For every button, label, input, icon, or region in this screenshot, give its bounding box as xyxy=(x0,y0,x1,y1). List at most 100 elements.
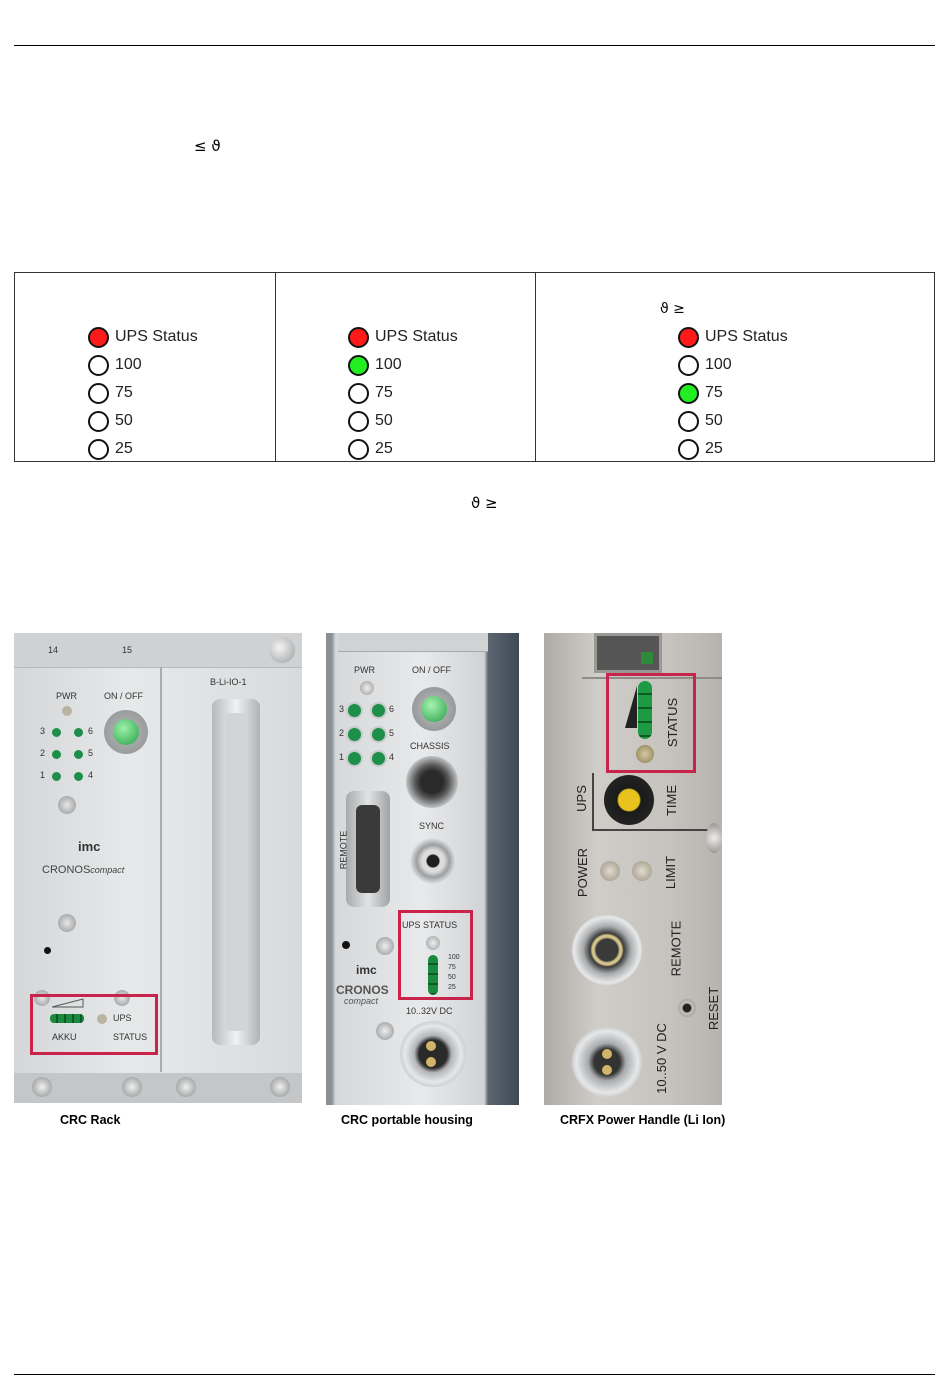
screw-icon xyxy=(376,937,394,955)
led-row: 25 xyxy=(348,435,458,463)
on-off-label: ON / OFF xyxy=(412,665,451,675)
ups-level-ramp-icon xyxy=(625,686,637,728)
led-indicator-ups-status xyxy=(348,326,369,348)
channel-led-icon xyxy=(348,704,361,717)
screw-icon xyxy=(32,1077,52,1097)
on-off-button[interactable] xyxy=(412,687,456,731)
photo-crc-rack: 14 15 B-Li-IO-1 PWR ON / OFF 3 6 2 5 1 4… xyxy=(14,633,302,1103)
panel-divider xyxy=(160,667,162,1072)
led-label: 25 xyxy=(705,440,723,457)
channel-led-icon xyxy=(52,750,61,759)
led-row: UPS Status xyxy=(678,323,788,351)
time-label: TIME xyxy=(664,784,680,817)
channel-led-icon xyxy=(74,750,83,759)
led-number: 2 xyxy=(339,728,345,738)
ups-bracket-line xyxy=(592,829,720,831)
channel-led-icon xyxy=(348,728,361,741)
ups-bracket-line xyxy=(592,773,594,829)
pwr-label: PWR xyxy=(354,665,375,675)
screw-icon xyxy=(269,637,295,663)
led-row: UPS Status xyxy=(348,323,458,351)
pwr-label: PWR xyxy=(56,691,77,701)
led-row: 100 xyxy=(678,351,788,379)
dc-input-connector-icon xyxy=(400,1021,466,1087)
caption-crc-portable: CRC portable housing xyxy=(341,1113,473,1127)
led-label: 50 xyxy=(115,412,133,429)
led-number: 3 xyxy=(40,726,46,736)
channel-led-icon xyxy=(372,704,385,717)
led-number: 1 xyxy=(339,752,345,762)
time-rotary-switch-icon[interactable] xyxy=(604,775,654,825)
ups-status-led-icon xyxy=(426,936,440,950)
reset-label: RESET xyxy=(706,986,722,1031)
led-row: 75 xyxy=(88,379,198,407)
led-indicator-100 xyxy=(88,354,109,376)
remote-label: REMOTE xyxy=(668,920,684,977)
channel-led-icon xyxy=(74,772,83,781)
led-list: UPS Status 100 75 50 25 xyxy=(348,323,458,463)
led-row: 50 xyxy=(678,407,788,435)
led-row: 25 xyxy=(88,435,198,463)
limit-label: LIMIT xyxy=(663,855,679,890)
ups-status-label: UPS STATUS xyxy=(402,920,458,930)
dc-label: 10..32V DC xyxy=(406,1006,453,1016)
status-label: STATUS xyxy=(113,1032,148,1042)
remote-connector-icon xyxy=(572,915,642,985)
screw-icon xyxy=(122,1077,142,1097)
remote-connector-icon xyxy=(346,791,390,907)
power-label: POWER xyxy=(575,847,591,898)
led-label: 50 xyxy=(705,412,723,429)
channel-led-icon xyxy=(348,752,361,765)
akku-led-bar-icon xyxy=(50,1014,84,1023)
led-indicator-25 xyxy=(678,438,699,460)
power-led-icon xyxy=(600,861,620,881)
photo-crc-portable: PWR ON / OFF 3 6 2 5 1 4 CHASSIS REMOTE … xyxy=(326,633,519,1105)
led-indicator-100 xyxy=(348,354,369,376)
photo-crfx-power-handle: STATUS UPS TIME POWER LIMIT REMOTE RESET… xyxy=(544,633,722,1105)
rack-top-strip xyxy=(14,633,302,668)
header-rule xyxy=(14,45,935,46)
module-label: B-Li-IO-1 xyxy=(210,677,247,687)
led-row: 100 xyxy=(88,351,198,379)
channel-led-icon xyxy=(372,728,385,741)
caption-crfx-power-handle: CRFX Power Handle (Li Ion) xyxy=(560,1113,726,1127)
sync-connector-icon xyxy=(410,838,456,884)
led-list: UPS Status 100 75 50 25 xyxy=(88,323,198,463)
led-row: UPS Status xyxy=(88,323,198,351)
akku-label: AKKU xyxy=(52,1032,77,1042)
led-row: 50 xyxy=(88,407,198,435)
led-indicator-50 xyxy=(348,410,369,432)
led-number: 2 xyxy=(40,748,46,758)
led-indicator-100 xyxy=(678,354,699,376)
led-label: 75 xyxy=(115,384,133,401)
led-label: 50 xyxy=(375,412,393,429)
limit-led-icon xyxy=(632,861,652,881)
imc-logo: imc xyxy=(78,839,101,854)
chassis-connector-icon xyxy=(406,756,458,808)
led-number: 5 xyxy=(88,748,94,758)
led-number: 4 xyxy=(389,752,395,762)
led-indicator-ups-status xyxy=(88,326,109,348)
reset-button[interactable] xyxy=(678,999,696,1017)
hole-icon xyxy=(44,947,51,954)
led-number: 4 xyxy=(88,770,94,780)
led-label: UPS Status xyxy=(115,328,198,345)
brand-suffix: compact xyxy=(344,996,379,1006)
led-number: 6 xyxy=(389,704,395,714)
pwr-led-icon xyxy=(62,706,72,716)
led-label: 100 xyxy=(705,356,732,373)
led-indicator-50 xyxy=(678,410,699,432)
symbol-text-below-table: ϑ ≥ xyxy=(471,494,498,512)
dc-input-connector-icon xyxy=(572,1027,642,1097)
hole-icon xyxy=(342,941,350,949)
ups-label: UPS xyxy=(113,1013,132,1023)
screw-icon xyxy=(376,1022,394,1040)
ups-highlight-box xyxy=(398,910,473,1000)
dc-label: 10..50 V DC xyxy=(653,1023,669,1094)
led-indicator-25 xyxy=(88,438,109,460)
led-row: 75 xyxy=(678,379,788,407)
led-row: 100 xyxy=(348,351,458,379)
on-off-button[interactable] xyxy=(104,710,148,754)
screw-icon xyxy=(58,914,76,932)
